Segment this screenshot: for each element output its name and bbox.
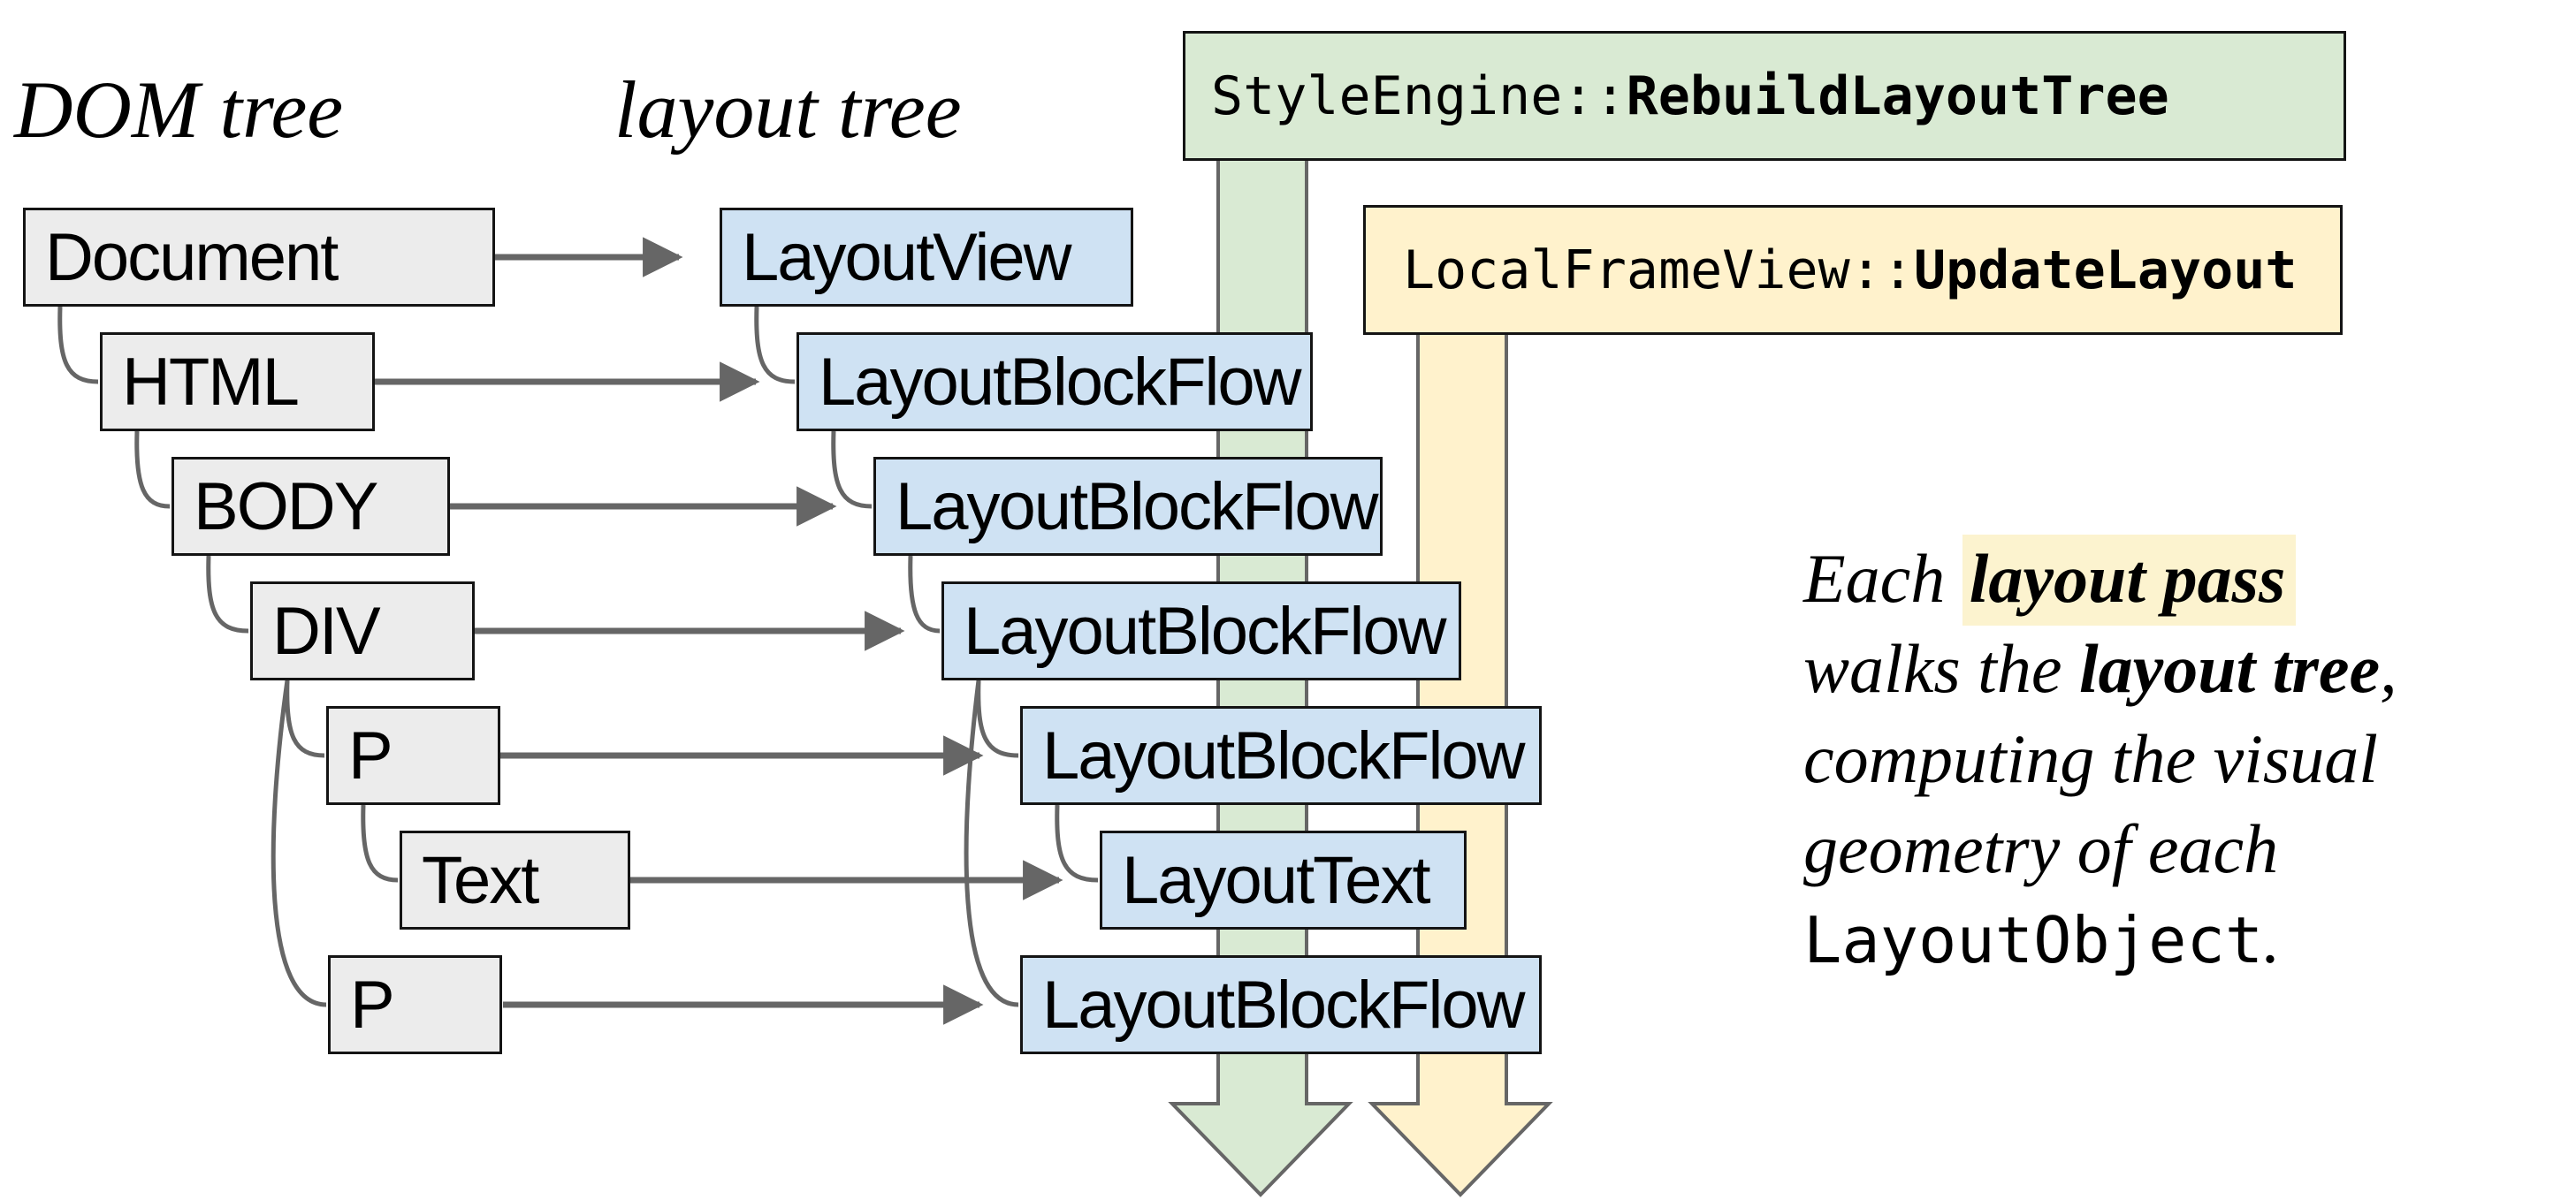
layout-tree-title: layout tree [614,65,962,155]
caption-layoutobject-code: LayoutObject [1803,903,2264,977]
layout-node-layouttext: LayoutText [1100,831,1467,930]
dom-node-div: DIV [250,581,475,680]
dom-node-text: Text [400,831,630,930]
dom-tree-connectors [57,306,399,1007]
update-banner-method: UpdateLayout [1913,239,2298,301]
caption-line-5: LayoutObject. [1803,894,2576,985]
dom-node-body: BODY [171,457,450,556]
layout-node-blockflow-4: LayoutBlockFlow [1020,706,1542,805]
dom-tree-title: DOM tree [14,65,344,155]
caption-period: . [2263,900,2281,977]
caption-line-2: walks the layout tree, [1803,624,2576,714]
update-banner-prefix: LocalFrameView:: [1403,239,1914,301]
caption-layout-tree-bold: layout tree [2078,630,2381,707]
dom-node-html: HTML [100,332,375,431]
caption-line-3: computing the visual [1803,720,2378,797]
caption-paragraph: Each layout pass walks the layout tree, … [1803,534,2576,985]
dom-node-p1: P [326,706,500,805]
layout-node-blockflow-1: LayoutBlockFlow [796,332,1313,431]
rebuild-banner-method: RebuildLayoutTree [1626,65,2169,127]
caption-layout-pass-highlight: layout pass [1962,535,2297,626]
caption-line-4: geometry of each [1803,810,2279,887]
layout-node-blockflow-3: LayoutBlockFlow [941,581,1461,680]
dom-to-layout-arrows [375,237,1063,1025]
dom-node-p2: P [328,955,502,1054]
rebuild-banner-prefix: StyleEngine:: [1211,65,1627,127]
layout-node-blockflow-2: LayoutBlockFlow [873,457,1383,556]
rebuild-layout-tree-banner: StyleEngine::RebuildLayoutTree [1183,31,2346,161]
caption-walks-the: walks the [1803,630,2079,707]
layout-node-blockflow-5: LayoutBlockFlow [1020,955,1542,1054]
caption-each: Each [1803,540,1962,617]
dom-node-document: Document [23,208,495,307]
caption-line-1: Each layout pass [1803,534,2576,626]
layout-tree-connectors [754,306,1099,1007]
layout-node-layoutview: LayoutView [720,208,1133,307]
update-layout-banner: LocalFrameView::UpdateLayout [1363,205,2343,335]
caption-comma: , [2380,630,2397,707]
